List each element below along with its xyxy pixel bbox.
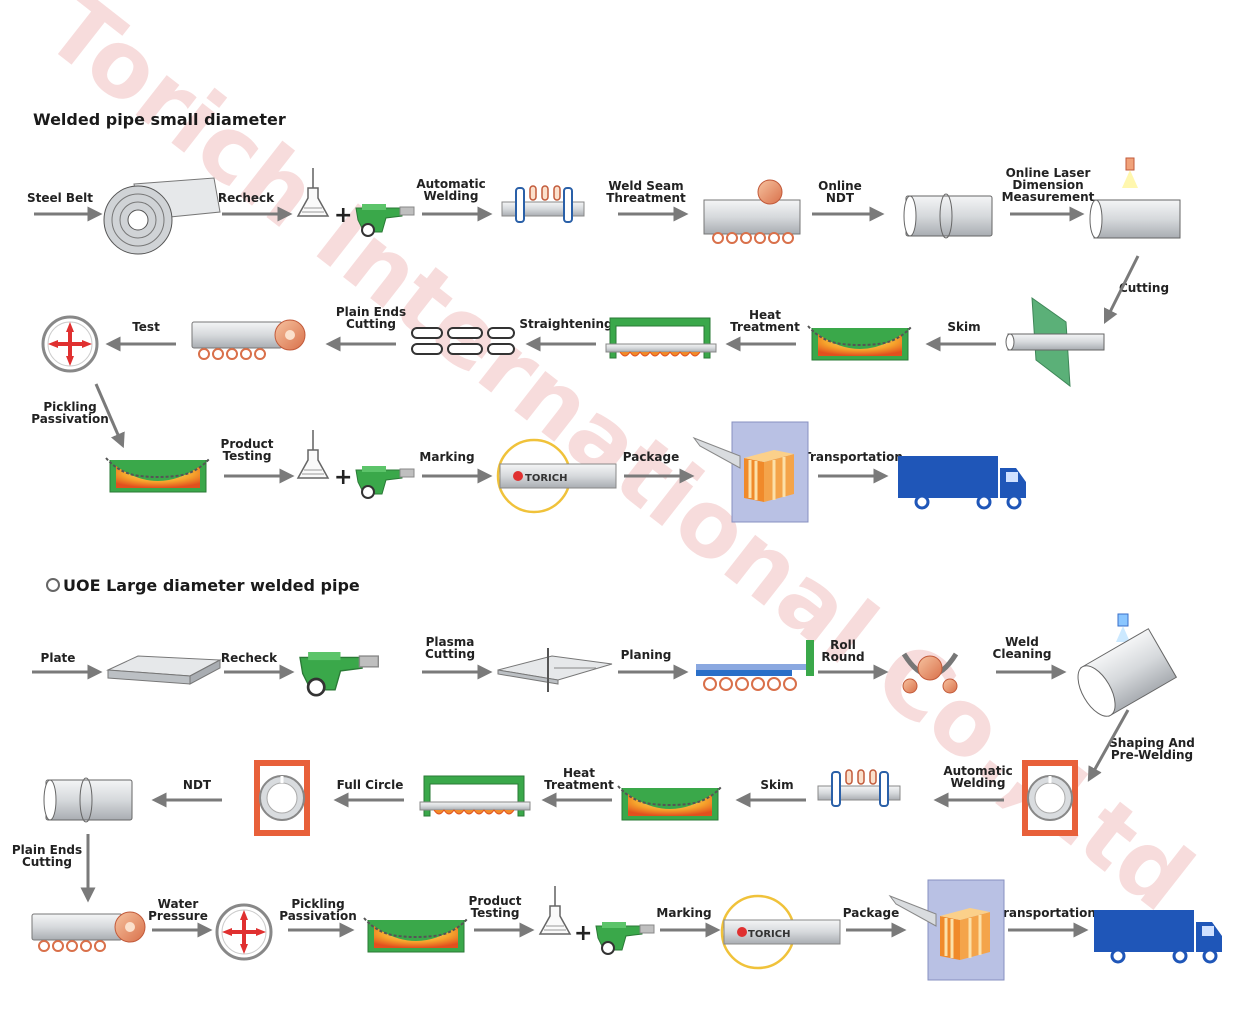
welding-rollers-icon: [817, 769, 901, 807]
laser-pipe-icon: [1089, 157, 1181, 239]
cutting-icon: [1005, 296, 1105, 388]
plus-sign: +: [334, 203, 352, 228]
pipe-icon: [903, 193, 993, 239]
bullet-icon: [46, 578, 60, 592]
heat-furnace-icon: [605, 317, 717, 359]
label-full-circle: Full Circle: [336, 778, 404, 792]
weld-machine-icon: [355, 203, 415, 237]
ndt-roller-icon: [703, 179, 801, 244]
label-marking-2: Marking: [656, 906, 712, 920]
large-pipe-icon: [1077, 613, 1178, 717]
arrows-large: [32, 664, 1130, 938]
plate-icon: [106, 655, 222, 685]
weld-machine-icon: [298, 650, 380, 697]
label-straightening: Straightening: [519, 317, 613, 331]
label-ndt: NDT: [182, 778, 212, 792]
brand-label: TORICH: [525, 473, 567, 484]
test-target-icon: [41, 315, 99, 373]
roll-round-icon: [901, 652, 959, 694]
ndt-pipe-icon: [191, 319, 306, 360]
ndt-pipe-icon: [31, 911, 146, 952]
heat-furnace-icon: [419, 775, 531, 817]
shaping-die-icon: [1020, 758, 1080, 838]
flask-icon: [539, 885, 571, 935]
label-plate: Plate: [40, 651, 76, 665]
label-steel-belt: Steel Belt: [26, 191, 94, 205]
label-transportation-2: Transportation: [996, 906, 1096, 920]
full-circle-die-icon: [252, 758, 312, 838]
label-recheck-2: Recheck: [220, 651, 278, 665]
brand-label: TORICH: [748, 929, 790, 940]
label-package: Package: [622, 450, 680, 464]
weld-machine-icon: [595, 921, 655, 955]
label-skim: Skim: [947, 320, 981, 334]
label-marking: Marking: [419, 450, 475, 464]
label-planing: Planing: [620, 648, 672, 662]
arrows-small: [34, 206, 1140, 484]
label-skim-2: Skim: [760, 778, 794, 792]
label-recheck: Recheck: [217, 191, 275, 205]
plus-sign: +: [574, 921, 592, 946]
pickling-bath-icon: [105, 457, 211, 493]
package-icon: [692, 420, 810, 524]
coil-icon: [103, 177, 221, 255]
skim-bath-icon: [617, 785, 723, 821]
flask-icon: [297, 429, 329, 479]
label-test: Test: [132, 320, 160, 334]
skim-bath-icon: [807, 325, 913, 361]
truck-icon: [896, 454, 1028, 510]
package-icon: [888, 878, 1006, 982]
label-cutting: Cutting: [1118, 281, 1170, 295]
label-transportation: Transportation: [803, 450, 903, 464]
welding-rollers-icon: [501, 185, 585, 223]
pipe-bundle-icon: [411, 327, 515, 355]
planing-icon: [696, 640, 814, 691]
test-target-icon: [215, 903, 273, 961]
flask-icon: [297, 167, 329, 217]
plasma-cutting-icon: [497, 648, 613, 692]
section-title-small: Welded pipe small diameter: [33, 110, 286, 129]
section-title-large: UOE Large diameter welded pipe: [46, 576, 360, 595]
label-package-2: Package: [842, 906, 900, 920]
weld-machine-icon: [355, 465, 415, 499]
truck-icon: [1092, 908, 1224, 964]
plus-sign: +: [334, 465, 352, 490]
pipe-icon: [43, 777, 133, 823]
pickling-bath-icon: [363, 917, 469, 953]
